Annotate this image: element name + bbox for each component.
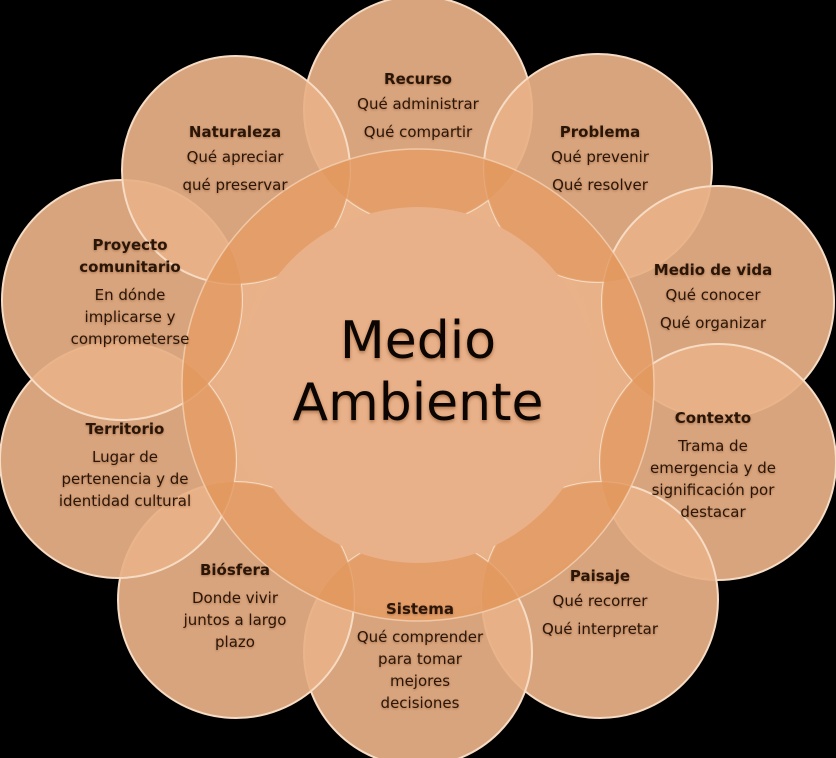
- node-sistema: Sistema Qué comprender para tomar mejore…: [356, 600, 484, 712]
- node-contexto: Contexto Trama de emergencia y de signif…: [650, 409, 776, 521]
- node-proyecto-comunitario: Proyecto comunitario En dónde implicarse…: [70, 236, 190, 348]
- center-title: Medio Ambiente: [292, 311, 544, 433]
- node-medio-de-vida: Medio de vida Qué conocer Qué organizar: [653, 261, 773, 332]
- node-naturaleza: Naturaleza Qué apreciar qué preservar: [182, 123, 288, 194]
- node-biosfera: Biósfera Donde vivir juntos a largo plaz…: [183, 561, 287, 651]
- node-recurso: Recurso Qué administrar Qué compartir: [357, 70, 479, 141]
- node-territorio: Territorio Lugar de pertenencia y de ide…: [58, 420, 192, 510]
- node-paisaje: Paisaje Qué recorrer Qué interpretar: [541, 567, 659, 638]
- node-problema: Problema Qué prevenir Qué resolver: [551, 123, 649, 194]
